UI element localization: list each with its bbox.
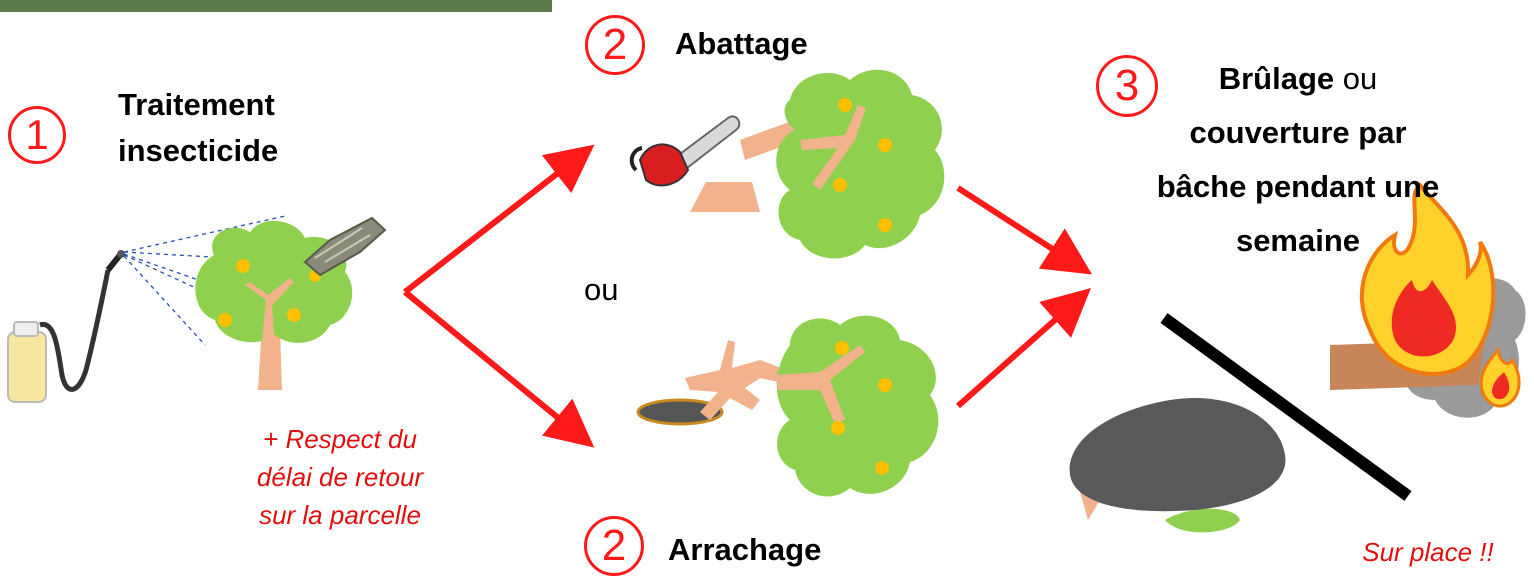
step-3-title-line4: semaine [1235, 223, 1361, 258]
step-3-plain-word: ou [1334, 61, 1378, 96]
branch-arrow [403, 144, 595, 448]
step-3-title-line3: bâche pendant une [1156, 169, 1440, 204]
tree-icon [195, 216, 387, 390]
step-1-title-line2: insecticide [118, 133, 279, 168]
step-3-title-line2: couverture par [1189, 115, 1407, 150]
tarp-icon [1069, 313, 1412, 533]
step-2a-number: 2 [585, 15, 645, 75]
step-1-note: + Respect du délai de retour sur la parc… [210, 420, 470, 534]
fire-icon [1330, 182, 1526, 418]
step-3-title-line1: Brûlage ou [1128, 52, 1468, 106]
step-1-note-line2: délai de retour [256, 462, 424, 492]
connector-ou: ou [584, 272, 619, 307]
step-2b-title: Arrachage [668, 532, 822, 567]
tree-icon [690, 69, 945, 259]
step-1-note-line1: + Respect du [263, 424, 417, 454]
header-bar [0, 0, 552, 12]
tree-icon [685, 315, 939, 497]
step-3-note: Sur place !! [1362, 537, 1494, 567]
step-1-title-line1: Traitement [118, 87, 275, 122]
chainsaw-icon [629, 115, 741, 187]
step-1-number: 1 [8, 106, 66, 164]
hole-icon [636, 398, 724, 426]
step-3-title: Brûlage ou couverture par bâche pendant … [1128, 52, 1468, 268]
step-3-number: 3 [1096, 55, 1158, 117]
converge-arrows [956, 185, 1093, 409]
step-3-bold-word: Brûlage [1218, 61, 1335, 96]
step-1-title: Traitement insecticide [118, 82, 278, 174]
step-2b-number: 2 [584, 516, 644, 576]
step-1-note-line3: sur la parcelle [259, 500, 421, 530]
step-2a-title: Abattage [675, 26, 808, 61]
